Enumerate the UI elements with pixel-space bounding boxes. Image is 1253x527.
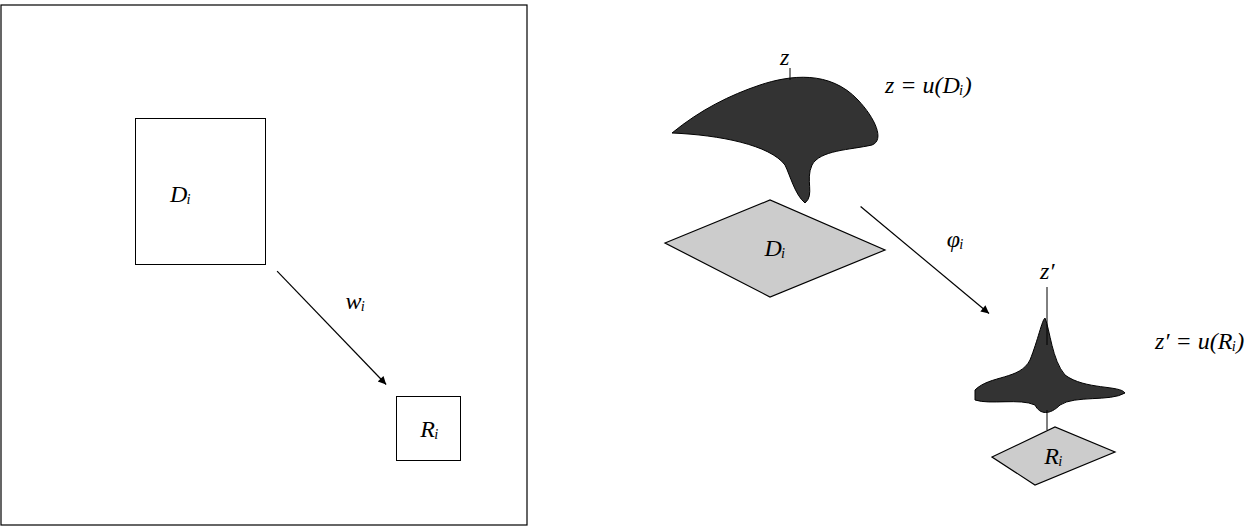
map-label: φᵢ (947, 226, 964, 252)
map-label: wᵢ (346, 288, 366, 314)
surface-d (672, 77, 878, 203)
mapping-arrow (861, 207, 989, 314)
axis-label: z′ (1040, 258, 1055, 284)
image-frame (1, 5, 527, 525)
region-label: Dᵢ (170, 181, 191, 207)
range-diamond: Rᵢ (992, 427, 1115, 485)
surface-r (975, 318, 1125, 413)
surface-region: z = u(Dᵢ) (672, 70, 882, 204)
domain-diamond: Dᵢ (665, 200, 885, 297)
surface-region: z′ = u(Rᵢ) (975, 316, 1127, 414)
mapping-arrow (277, 271, 386, 384)
axis-label: z (780, 44, 789, 70)
region-label: Rᵢ (420, 416, 438, 442)
region-label: Dᵢ (764, 235, 785, 261)
axis-tick (790, 68, 791, 80)
range-block: Rᵢ (396, 396, 461, 461)
axis-line (1047, 287, 1048, 345)
surface-label: z = u(Dᵢ) (885, 72, 972, 98)
region-label: Rᵢ (1044, 443, 1062, 469)
surface-label: z′ = u(Rᵢ) (1155, 328, 1244, 354)
domain-block: Dᵢ (135, 118, 266, 265)
axis-stem (1047, 410, 1048, 430)
